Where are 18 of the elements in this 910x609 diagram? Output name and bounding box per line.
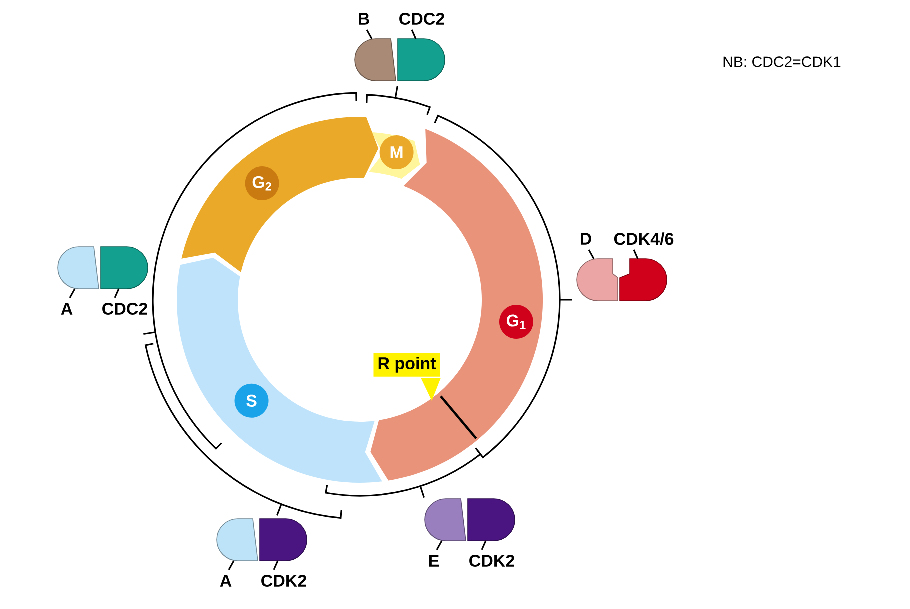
note: NB: CDC2=CDK1 (724, 56, 841, 68)
node-label: CDK2 (262, 574, 306, 588)
cyclin-cdk-complex: E CDK2 (424, 498, 516, 567)
node-label: E (429, 555, 440, 567)
node-label: CDK4/6 (614, 232, 674, 246)
node-label: CDC2 (102, 302, 148, 316)
cyclin-cdk-complex: A CDC2 (58, 246, 148, 315)
cyclin-cdk-complex: A CDK2 (216, 518, 308, 587)
node-label: CDK2 (470, 554, 514, 568)
callout: R point (374, 353, 441, 401)
node-label: A (220, 575, 232, 587)
cyclin-cdk-complex: B CDC2 (354, 12, 446, 82)
node-label: CDC2 (400, 12, 444, 26)
phase-band: G$_{2}$ (182, 117, 379, 273)
node-label: A (61, 303, 73, 315)
node-label: B (359, 13, 370, 25)
node-label: D (581, 233, 592, 245)
cyclin-cdk-complex: D CDK4/6 (576, 232, 674, 302)
